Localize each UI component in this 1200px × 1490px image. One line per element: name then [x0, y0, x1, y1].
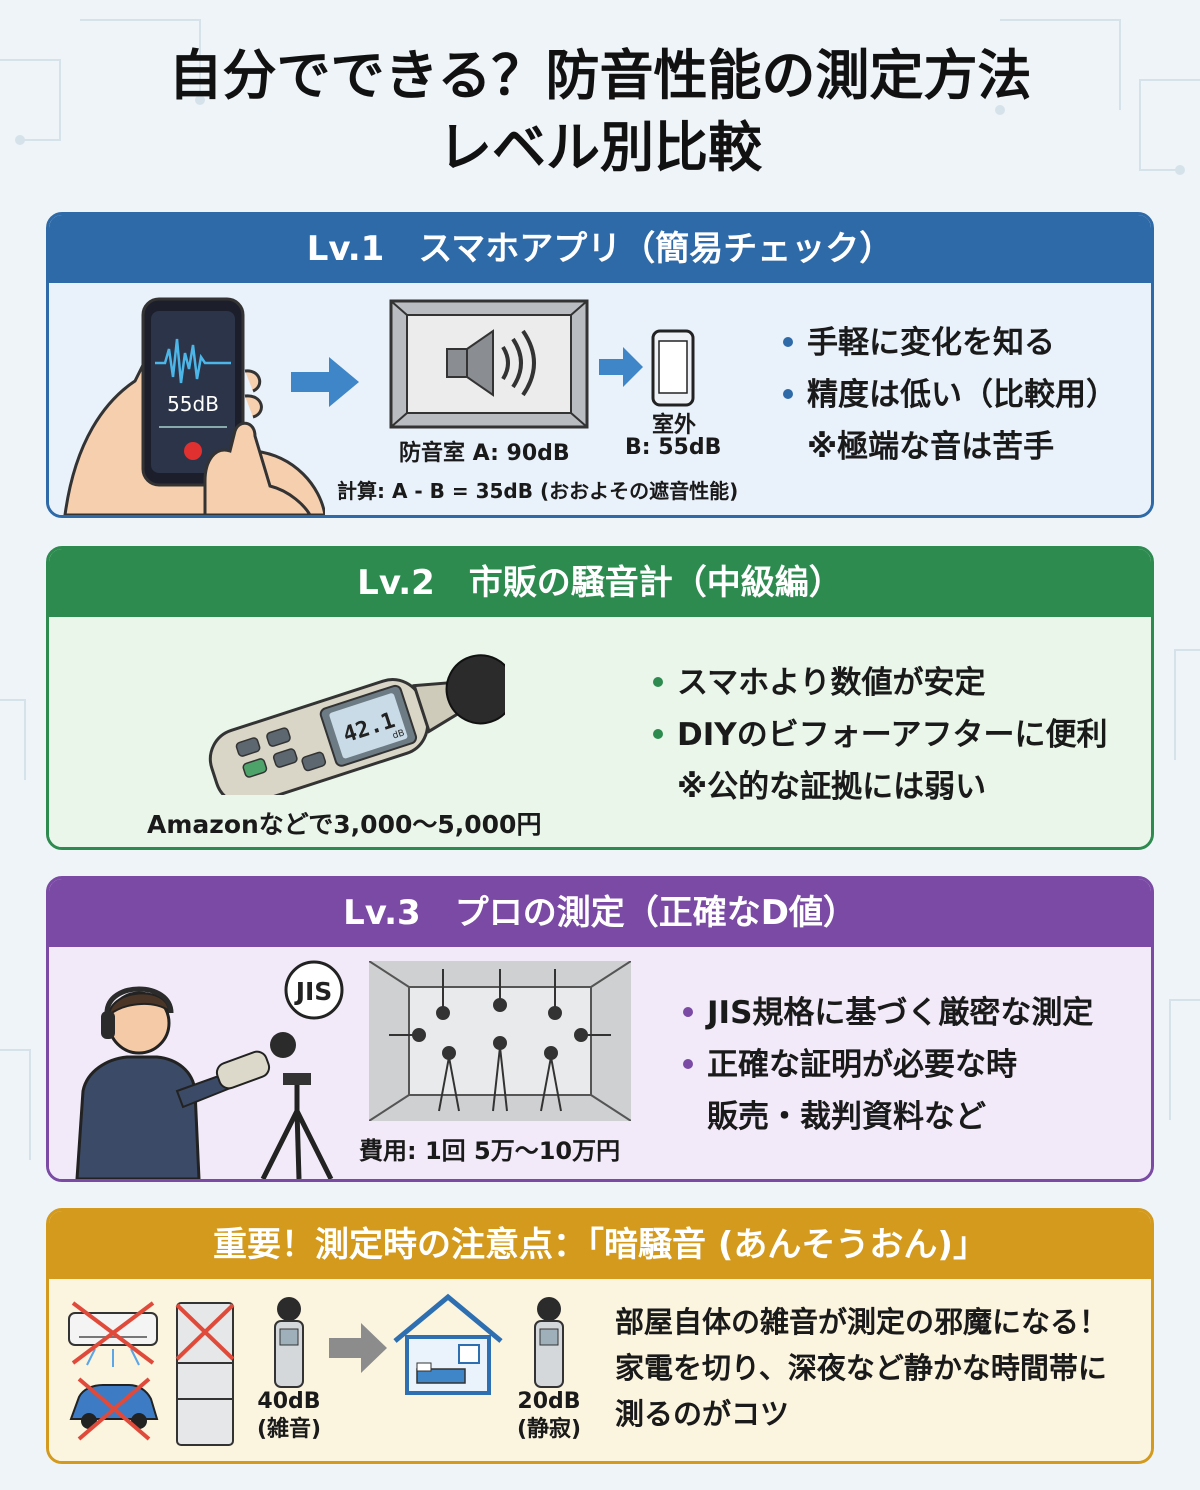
background-noise-text: 部屋自体の雑音が測定の邪魔になる！ 家電を切り、深夜など静かな時間帯に 測るのが… [615, 1299, 1108, 1437]
svg-text:JIS: JIS [294, 977, 333, 1006]
room-a-label: 防音室 A: 90dB [399, 441, 570, 466]
air-conditioner-off-icon [68, 1301, 158, 1367]
after-note: (静寂) [516, 1417, 582, 1442]
bullet-item: DIYのビフォーアフターに便利 [653, 709, 1107, 761]
page-title: 自分でできる？防音性能の測定方法 レベル別比較 [0, 40, 1200, 184]
meter-display-unit: dB [391, 728, 405, 741]
car-off-icon [69, 1377, 159, 1441]
refrigerator-off-icon [175, 1302, 235, 1446]
record-icon [184, 442, 202, 460]
level-3-note: 販売・裁判資料など [707, 1099, 986, 1135]
bullet-item: 手軽に変化を知る [783, 317, 1117, 369]
noise-text-line: 家電を切り、深夜など静かな時間帯に [615, 1351, 1107, 1385]
calculation-text: 計算: A - B = 35dB (おおよその遮音性能) [337, 479, 739, 503]
bullet-dot-icon [653, 728, 663, 739]
background-noise-header: 重要！測定時の注意点：「暗騒音 (あんそうおん)」 [49, 1211, 1151, 1279]
level-2-card: Lv.2 市販の騒音計（中級編） 42.1 dB Amazonなどで3,000〜… [46, 546, 1154, 850]
tripod-leg [294, 1110, 302, 1179]
bullet-dot-icon [783, 336, 793, 347]
arrow-right-icon [291, 357, 359, 407]
bullet-dot-icon [783, 388, 793, 399]
level-1-body: 55dB [49, 283, 1151, 515]
outside-b-label: B: 55dB [625, 435, 722, 460]
arrow-right-icon [599, 347, 643, 387]
sound-meter-before-icon [274, 1297, 304, 1388]
bed-icon [416, 1368, 466, 1384]
before-value: 40dB [257, 1389, 321, 1414]
arrow-right-icon [329, 1323, 387, 1373]
soundproof-room-illustration [389, 299, 589, 429]
level-2-header: Lv.2 市販の騒音計（中級編） [49, 549, 1151, 617]
quiet-house-bedroom-icon [393, 1293, 503, 1395]
level-1-card: Lv.1 スマホアプリ（簡易チェック） 55dB [46, 212, 1154, 518]
background-noise-card: 重要！測定時の注意点：「暗騒音 (あんそうおん)」 [46, 1208, 1154, 1464]
appliances-off-illustration [68, 1301, 235, 1446]
level-1-header: Lv.1 スマホアプリ（簡易チェック） [49, 215, 1151, 283]
professional-cost-text: 費用: 1回 5万〜10万円 [359, 1137, 621, 1165]
phone-reading: 55dB [167, 392, 219, 416]
outside-phone-icon [651, 329, 695, 407]
microphone-windscreen [445, 654, 505, 725]
tripod-leg [294, 1109, 334, 1179]
noise-text-line: 部屋自体の雑音が測定の邪魔になる！ [615, 1305, 1109, 1339]
bullet-item: JIS規格に基づく厳密な測定 [683, 987, 1093, 1039]
meter-buttons [235, 727, 327, 778]
bullet-item: スマホより数値が安定 [653, 657, 1107, 709]
meter-in-hand [215, 1050, 271, 1090]
title-line-1: 自分でできる？防音性能の測定方法 [168, 44, 1032, 107]
sound-meter-after-icon [534, 1297, 564, 1388]
hand-holding-phone-illustration: 55dB [63, 297, 325, 515]
bullet-item: 正確な証明が必要な時 [683, 1039, 1093, 1091]
level-1-bullets: 手軽に変化を知る 精度は低い（比較用） ※極端な音は苦手 [783, 317, 1117, 473]
background-noise-body: 40dB (雑音) 20dB (静寂) 部屋自体の雑音が測定の邪魔になる！ 家電… [49, 1279, 1151, 1461]
bullet-dot-icon [653, 676, 663, 687]
after-value: 20dB [517, 1389, 581, 1414]
level-3-bullets: JIS規格に基づく厳密な測定 正確な証明が必要な時 販売・裁判資料など [683, 987, 1093, 1143]
tripod-leg [260, 1109, 300, 1179]
outside-label: 室外 [651, 413, 696, 438]
level-3-card: Lv.3 プロの測定（正確なD値） JIS [46, 876, 1154, 1182]
level-2-bullets: スマホより数値が安定 DIYのビフォーアフターに便利 ※公的な証拠には弱い [653, 657, 1107, 813]
meter-price-text: Amazonなどで3,000〜5,000円 [147, 810, 542, 839]
measurement-room-illustration [369, 961, 631, 1121]
jis-mark-icon: JIS [284, 960, 344, 1020]
noise-text-line: 測るのがコツ [615, 1397, 790, 1431]
technician-with-tripod-illustration [75, 986, 334, 1179]
bullet-dot-icon [683, 1058, 693, 1069]
title-line-2: レベル別比較 [438, 116, 762, 179]
level-3-header: Lv.3 プロの測定（正確なD値） [49, 879, 1151, 947]
level-3-body: JIS 費用: 1回 5万〜10万円 JIS規格に基づく厳密な測定 正確な証明が… [49, 947, 1151, 1179]
microphone-array [389, 969, 611, 1112]
headphones-icon [101, 1011, 115, 1039]
level-2-note: ※公的な証拠には弱い [677, 769, 987, 805]
bullet-dot-icon [683, 1006, 693, 1017]
speaker-icon [446, 329, 536, 397]
waveform-icon [155, 338, 231, 384]
before-note: (雑音) [256, 1417, 322, 1442]
level-1-note: ※極端な音は苦手 [807, 429, 1055, 465]
level-2-body: 42.1 dB Amazonなどで3,000〜5,000円 スマホより数値が安定… [49, 617, 1151, 847]
bullet-item: 精度は低い（比較用） [783, 369, 1117, 421]
sound-level-meter-illustration: 42.1 dB [208, 654, 505, 795]
